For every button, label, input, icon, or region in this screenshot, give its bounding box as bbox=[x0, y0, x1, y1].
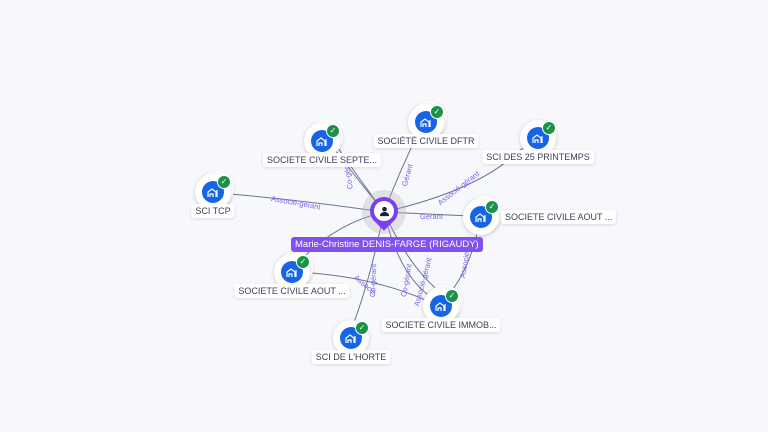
verified-icon: ✓ bbox=[430, 105, 444, 119]
verified-icon: ✓ bbox=[445, 289, 459, 303]
node-label: SOCIETE CIVILE IMMOB... bbox=[381, 318, 501, 332]
verified-icon: ✓ bbox=[326, 124, 340, 138]
edge bbox=[229, 193, 385, 213]
person-icon bbox=[374, 201, 394, 221]
node-label: SOCIETE CIVILE AOUT ... bbox=[501, 210, 617, 224]
verified-icon: ✓ bbox=[485, 200, 499, 214]
verified-icon: ✓ bbox=[542, 121, 556, 135]
verified-icon: ✓ bbox=[355, 321, 369, 335]
node-label: SCI DE L'HORTE bbox=[311, 350, 391, 364]
verified-icon: ✓ bbox=[217, 175, 231, 189]
node-label: SOCIETE CIVILE AOUT ... bbox=[234, 284, 350, 298]
node-label: SCI DES 25 PRINTEMPS bbox=[482, 150, 594, 164]
node-label: SOCIETE CIVILE SEPTE... bbox=[262, 153, 382, 167]
node-label: SCI TCP bbox=[191, 204, 235, 218]
node-label: SOCIÉTÉ CIVILE DFTR bbox=[373, 134, 479, 148]
person-label[interactable]: Marie-Christine DENIS-FARGE (RIGAUDY) bbox=[291, 237, 483, 252]
edge-label: Gérant bbox=[420, 212, 443, 221]
verified-icon: ✓ bbox=[296, 255, 310, 269]
